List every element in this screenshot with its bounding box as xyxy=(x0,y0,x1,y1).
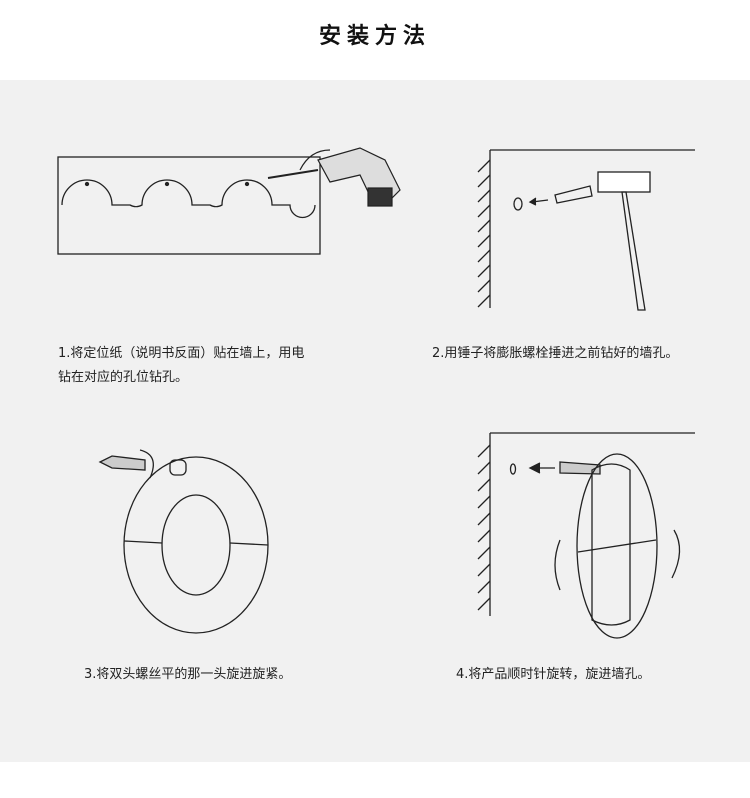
step1-caption: 1.将定位纸（说明书反面）贴在墙上，用电 钻在对应的孔位钻孔。 xyxy=(58,342,304,390)
page-title: 安装方法 xyxy=(318,24,431,49)
step2-caption: 2.用锤子将膨胀螺栓捶进之前钻好的墙孔。 xyxy=(432,346,679,361)
step1-text: 1.将定位纸（说明书反面）贴在墙上，用电 xyxy=(58,346,305,361)
drill-icon xyxy=(267,147,401,207)
step4-caption: 4.将产品顺时针旋转，旋进墙孔。 xyxy=(456,667,651,682)
step1-text-line2: 钻在对应的孔位钻孔。 xyxy=(58,370,189,385)
step3-caption: 3.将双头螺丝平的那一头旋进旋紧。 xyxy=(84,667,292,682)
